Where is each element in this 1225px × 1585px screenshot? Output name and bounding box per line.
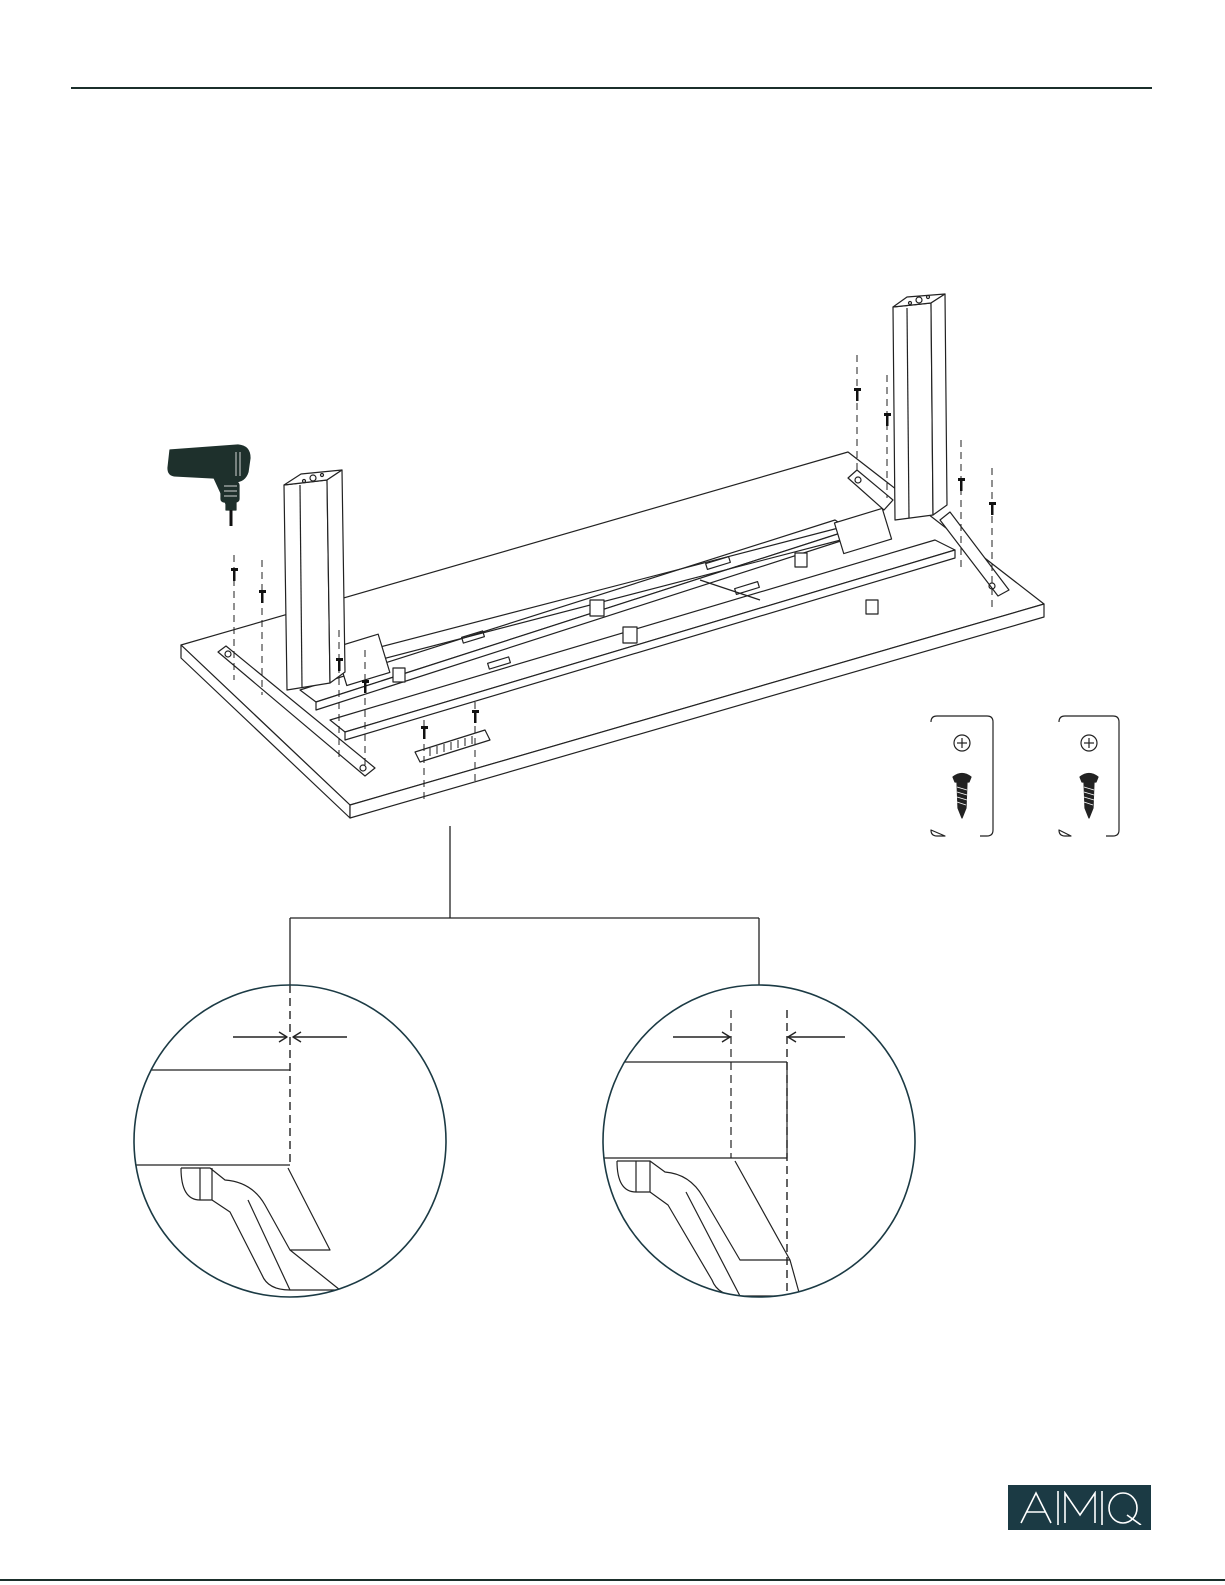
drill-icon xyxy=(168,445,250,526)
screw-icon xyxy=(958,478,965,491)
screw-icon xyxy=(884,413,891,426)
screw-icon xyxy=(989,502,996,515)
detail-leader xyxy=(290,826,759,985)
screw-icon xyxy=(1080,774,1098,819)
wood-screw-callout-a xyxy=(931,716,993,836)
footer-rule xyxy=(0,1579,1225,1581)
detail-view-offset xyxy=(600,985,915,1300)
detail-view-aligned xyxy=(130,985,446,1297)
screw-icon xyxy=(259,590,266,603)
screw-icon xyxy=(854,388,861,401)
screw-icon xyxy=(953,774,971,819)
screw-icon xyxy=(231,568,238,581)
brand-logo: AMQ xyxy=(1008,1485,1151,1530)
wood-screw-callout-b xyxy=(1059,716,1119,836)
